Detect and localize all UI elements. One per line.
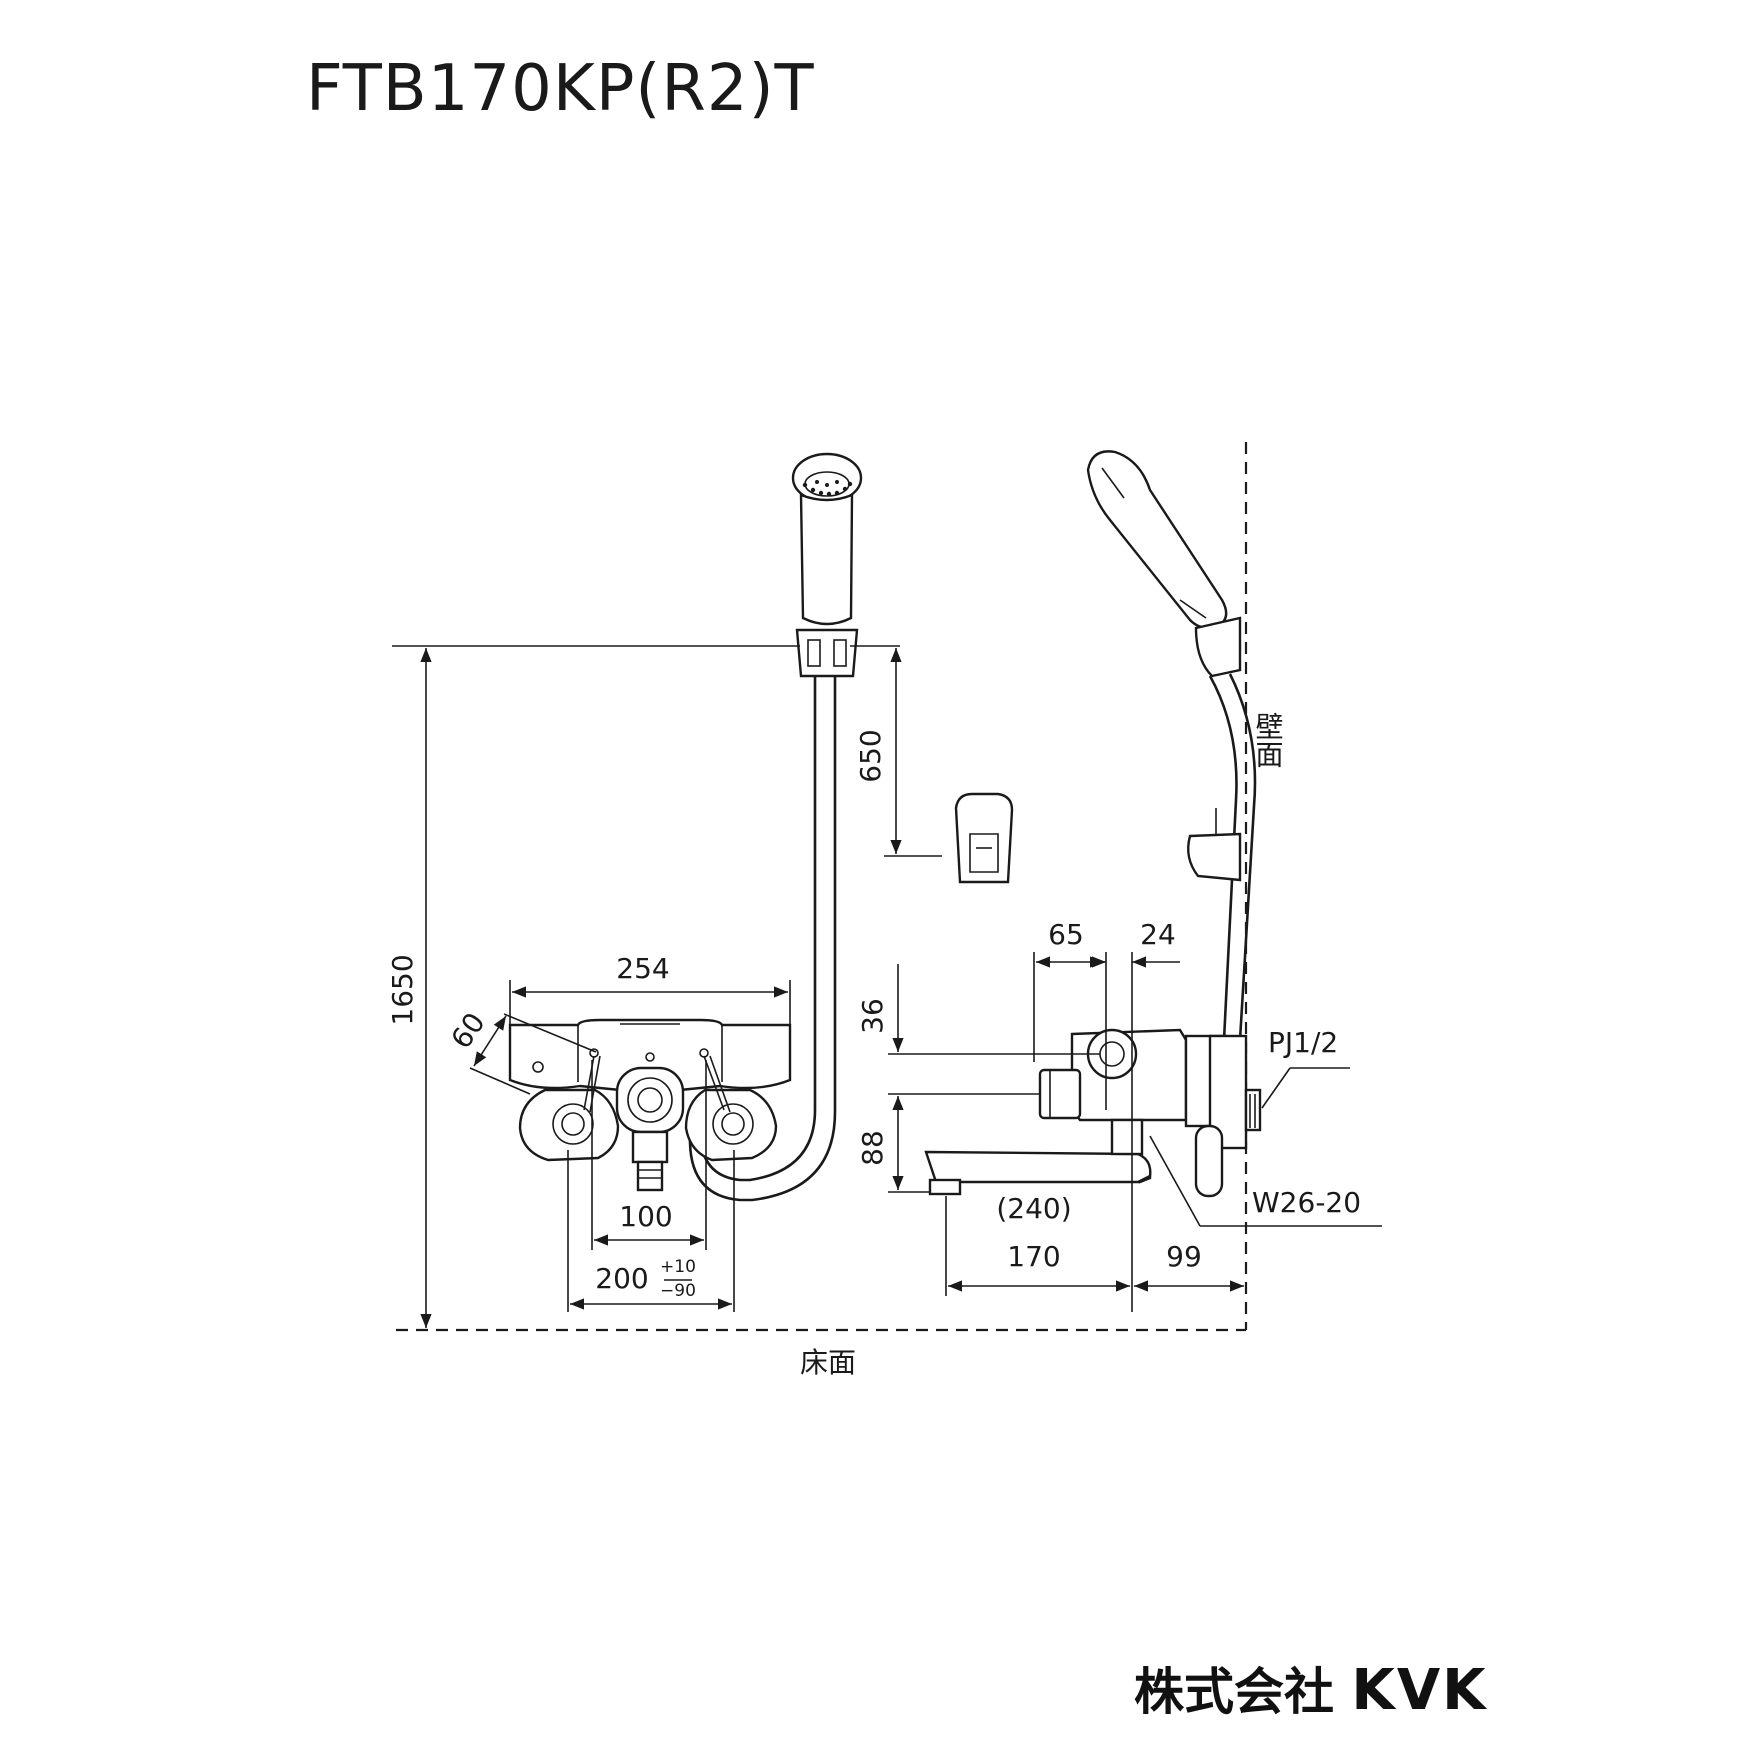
- side-hook: [1187, 808, 1242, 882]
- label-inlet: PJ1/2: [1268, 1026, 1338, 1059]
- dim-240-text: (240): [996, 1192, 1071, 1225]
- side-hose-inner: [1228, 673, 1257, 1041]
- dim-100-text: 100: [619, 1200, 672, 1233]
- dim-99-text: 99: [1166, 1240, 1202, 1273]
- dim-60-ext-a: [503, 1013, 597, 1053]
- side-hose: [1208, 675, 1238, 1041]
- front-right-union: [684, 1055, 778, 1162]
- dim-60-text: 60: [444, 1007, 491, 1055]
- front-shower-head: [791, 452, 863, 626]
- leader-w26: [1149, 1135, 1201, 1227]
- dim-24-text: 24: [1140, 918, 1176, 951]
- leader-pj: [1261, 1067, 1291, 1109]
- side-valve-body: [1038, 1028, 1262, 1198]
- side-shower-head: [1086, 450, 1228, 630]
- front-hose-inner: [688, 676, 837, 1202]
- label-floor: 床面: [800, 1346, 856, 1379]
- dim-65-text: 65: [1048, 918, 1084, 951]
- company-logo: 株式会社 KVK: [1134, 1652, 1488, 1724]
- dim-200-tol-minus: −90: [660, 1281, 696, 1301]
- label-outlet: W26-20: [1252, 1186, 1361, 1219]
- model-title: FTB170KP(R2)T: [306, 52, 815, 126]
- side-spout: [924, 1118, 1152, 1196]
- dim-650-text: 650: [854, 729, 887, 782]
- dim-170-text: 170: [1007, 1240, 1060, 1273]
- front-shower-holder: [795, 628, 859, 678]
- dim-200-tol-plus: +10: [660, 1257, 696, 1277]
- separate-holder: [954, 792, 1014, 884]
- side-holder-top: [1194, 616, 1242, 678]
- company-brand: KVK: [1351, 1658, 1488, 1723]
- front-valve-body: [508, 1018, 792, 1192]
- dim-60-line: [473, 1015, 507, 1067]
- dim-1650-text: 1650: [386, 954, 419, 1025]
- dim-36-text: 36: [856, 998, 889, 1034]
- dim-60-ext-b: [469, 1067, 531, 1095]
- dim-200-text: 200: [595, 1262, 648, 1295]
- company-name: 株式会社: [1134, 1663, 1334, 1721]
- dim-254-text: 254: [616, 952, 669, 985]
- label-wall: 壁面: [1252, 712, 1285, 768]
- dim-88-text: 88: [856, 1130, 889, 1166]
